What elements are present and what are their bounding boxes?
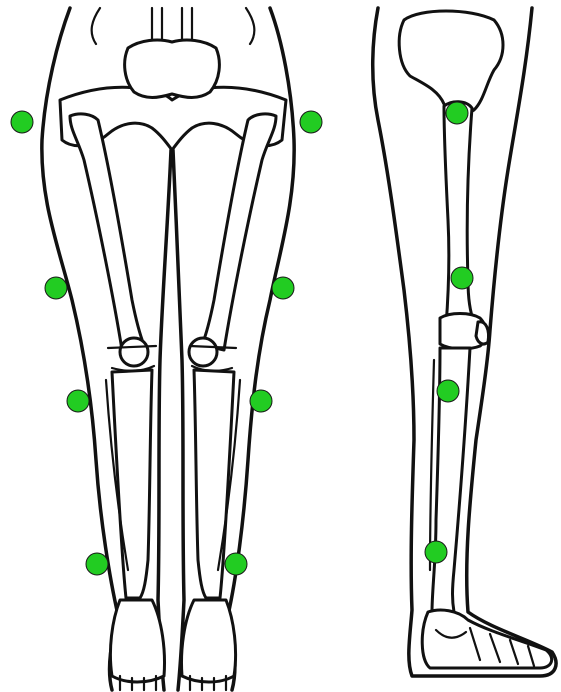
marker-side-thigh (451, 267, 473, 289)
front-markers (11, 111, 322, 575)
marker-side-hip (446, 102, 468, 124)
front-sacrum (125, 40, 220, 98)
side-kneecap (476, 322, 489, 344)
front-spine (92, 8, 255, 44)
side-pelvis (399, 11, 503, 115)
front-femur-left (70, 114, 144, 350)
front-foot-left (110, 600, 164, 682)
marker-front-thigh-right (272, 277, 294, 299)
marker-front-ankle-left (86, 553, 108, 575)
marker-front-thigh-left (45, 277, 67, 299)
front-femur-right (202, 114, 276, 350)
front-tibia-left (112, 370, 152, 598)
front-patella-right (189, 338, 217, 366)
marker-front-knee-right (250, 390, 272, 412)
marker-front-ankle-right (225, 553, 247, 575)
marker-side-knee (437, 380, 459, 402)
marker-front-knee-left (67, 390, 89, 412)
marker-front-hip-left (11, 111, 33, 133)
front-view (11, 8, 322, 690)
marker-front-hip-right (300, 111, 322, 133)
side-view (373, 8, 556, 676)
front-patella-left (120, 338, 148, 366)
side-femur (444, 102, 474, 326)
marker-side-ankle (425, 541, 447, 563)
front-foot-right (182, 600, 236, 682)
side-fibula (430, 360, 434, 570)
